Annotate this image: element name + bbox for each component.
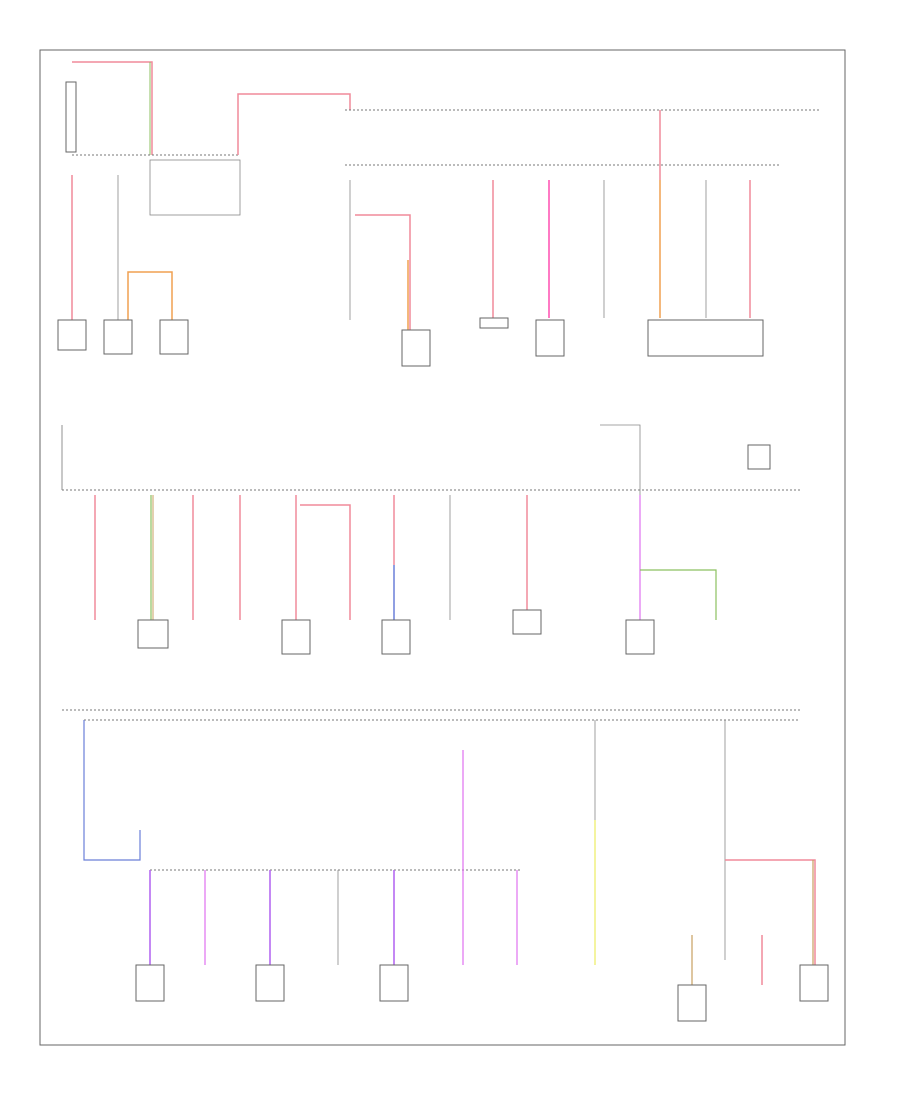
wire-r1c2-orange — [127, 271, 173, 320]
wire-r2c6 — [300, 504, 351, 620]
component-r1c7 — [535, 319, 565, 357]
component-r1c1 — [57, 319, 87, 351]
component-r2c10 — [625, 619, 655, 655]
component-r3c1 — [135, 964, 165, 1002]
component-r1c3 — [159, 319, 189, 355]
component-r2c2 — [137, 619, 169, 649]
component-r3c9 — [677, 984, 707, 1022]
wire-r3-blue-loop — [83, 720, 141, 861]
component-r3c11 — [799, 964, 829, 1002]
component-r1c5 — [401, 329, 431, 367]
fuse-block-outline — [149, 159, 241, 216]
component-r1c9 — [647, 319, 764, 357]
component-r1c6 — [479, 317, 509, 329]
battery-symbol — [65, 81, 77, 153]
wire-r2-relay — [600, 424, 641, 495]
wire-r3c11 — [725, 859, 816, 965]
component-r1c2 — [103, 319, 133, 355]
diagram-frame — [39, 49, 846, 1046]
component-r3c3 — [255, 964, 285, 1002]
row-3-power-section — [62, 709, 829, 1022]
battery-positive-wire — [72, 61, 153, 155]
component-r2c5 — [281, 619, 311, 655]
component-r2c7 — [381, 619, 411, 655]
component-r2-top-right — [747, 444, 771, 470]
main-feed-wire — [237, 93, 351, 155]
row-2-power-section — [61, 424, 800, 655]
component-r3c5 — [379, 964, 409, 1002]
row-1-power-section — [57, 61, 820, 367]
wire-r2c11 — [640, 569, 717, 620]
component-r2c9 — [512, 609, 542, 635]
wire-r1c5 — [355, 214, 411, 330]
